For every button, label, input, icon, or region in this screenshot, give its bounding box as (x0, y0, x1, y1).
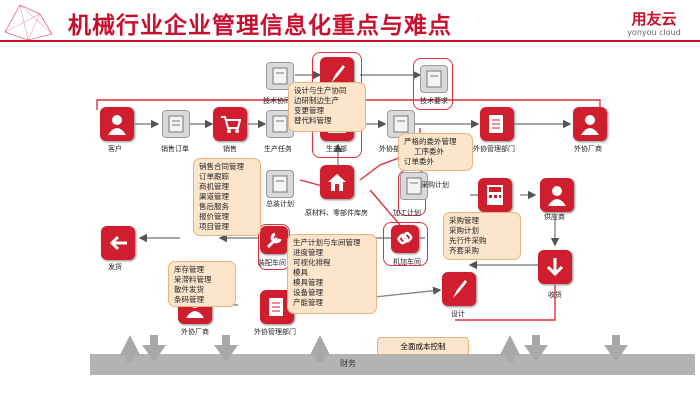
callout-line: 条码管理 (174, 295, 204, 304)
callout-production: 生产计划与车间管理 进度管理 可视化排程 模具 模具管理 设备管理 产能管理 (287, 234, 377, 314)
node-label-assembly-shop: 装配车间 (258, 259, 286, 267)
assembly-plan-icon[interactable] (266, 170, 294, 198)
callout-line: 可视化排程 (293, 258, 331, 267)
node-label-supplier: 供应商 (544, 213, 565, 221)
callout-line: 商机管理 (199, 182, 229, 191)
callout-line: 变更管理 (294, 106, 324, 115)
callout-line: 模具管理 (293, 278, 323, 287)
sales-order-icon[interactable] (162, 110, 190, 138)
node-label-purchase-plan: 采购计划 (421, 181, 449, 189)
node-label-outsource-dept: 外协部门 (379, 145, 407, 153)
warehouse-icon[interactable] (320, 165, 354, 199)
callout-line: 工序委外 (414, 147, 444, 156)
node-label-outsource-mgmt-bottom: 外协管理部门 (254, 328, 296, 336)
tech-req-icon[interactable] (420, 65, 448, 93)
callout-line: 销售合同管理 (199, 162, 244, 171)
outsource-factory-top-icon[interactable] (573, 107, 607, 141)
callout-line: 项目管理 (199, 222, 229, 231)
callout-line: 模具 (293, 268, 308, 277)
page-title: 机械行业企业管理信息化重点与难点 (68, 13, 452, 39)
header-divider (0, 40, 700, 42)
callout-line: 先行件采购 (449, 236, 487, 245)
node-label-machining-shop: 机加车间 (393, 258, 421, 266)
purchase-plan-icon[interactable] (400, 172, 428, 200)
callout-line: 订单委外 (404, 157, 434, 166)
node-label-receiving: 收货 (548, 291, 562, 299)
brand-logo: 用友云 yonyou cloud (612, 10, 696, 38)
callout-line: 订单跟踪 (199, 172, 229, 181)
node-label-processing-plan: 加工计划 (393, 209, 421, 217)
callout-inventory: 库存管理 呆滞料管理 散件发货 条码管理 (168, 261, 236, 307)
receiving-icon[interactable] (538, 250, 572, 284)
node-label-sales: 销售 (223, 145, 237, 153)
machining-shop-icon[interactable] (391, 225, 419, 253)
node-label-outsource-factory-bottom: 外协厂商 (181, 328, 209, 336)
assembly-shop-icon[interactable] (260, 226, 288, 254)
callout-line: 呆滞料管理 (174, 275, 212, 284)
node-label-tech-req: 技术要求 (420, 97, 448, 105)
callout-line: 产能管理 (293, 298, 323, 307)
node-label-prod-task: 生产任务 (264, 145, 292, 153)
node-label-customer: 客户 (108, 145, 122, 153)
finance-label: 财务 (340, 359, 356, 368)
callout-design-collab: 设计与生产协同 边研制边生产 变更管理 替代料管理 (288, 82, 366, 132)
design-bottom-icon[interactable] (442, 272, 476, 306)
callout-line: 报价管理 (199, 212, 229, 221)
customer-icon[interactable] (100, 107, 134, 141)
callout-line: 齐套采购 (449, 246, 479, 255)
finance-arrows (120, 335, 628, 362)
callout-line: 设计与生产协同 (294, 86, 347, 95)
node-label-outsource-factory-top: 外协厂商 (574, 145, 602, 153)
finance-bar (90, 354, 695, 375)
node-label-shipping: 发货 (108, 263, 122, 271)
callout-line: 边研制边生产 (294, 96, 339, 105)
node-label-prod-dept: 生产部 (326, 145, 347, 153)
highlight-box-machining (383, 222, 428, 266)
callout-line: 采购管理 (449, 216, 479, 225)
node-label-material-parts: 原材料、零部件库房 (305, 209, 368, 217)
outsource-mgmt-top-icon[interactable] (480, 107, 514, 141)
shipping-icon[interactable] (101, 226, 135, 260)
callout-line: 设备管理 (293, 288, 323, 297)
node-label-outsource-mgmt-top: 外协管理部门 (473, 145, 515, 153)
callout-outsource: 严格的委外管理 工序委外 订单委外 (398, 133, 473, 171)
callout-line: 售后服务 (199, 202, 229, 211)
callout-line: 生产计划与车间管理 (293, 238, 361, 247)
brand-name: 用友云 (631, 10, 677, 28)
callout-line: 散件发货 (174, 285, 204, 294)
purchase-calc-icon[interactable] (478, 178, 512, 212)
callout-line: 严格的委外管理 (404, 137, 457, 146)
brand-subtitle: yonyou cloud (627, 28, 681, 37)
callout-line: 进度管理 (293, 248, 323, 257)
node-label-sales-order: 销售订单 (161, 145, 189, 153)
callout-line: 渠道管理 (199, 192, 229, 201)
highlight-box-tech-req (413, 58, 453, 110)
callout-line: 替代料管理 (294, 116, 332, 125)
callout-line: 库存管理 (174, 265, 204, 274)
supplier-icon[interactable] (540, 178, 574, 212)
node-label-assembly-plan: 总装计划 (266, 200, 294, 208)
node-label-design: 设计 (451, 310, 465, 318)
node-label-tech-collab: 技术协同 (263, 97, 291, 105)
callout-sales-mgmt: 销售合同管理 订单跟踪 商机管理 渠道管理 售后服务 报价管理 项目管理 (193, 158, 261, 236)
callout-line: 采购计划 (449, 226, 479, 235)
sales-cart-icon[interactable] (213, 107, 247, 141)
callout-purchasing: 采购管理 采购计划 先行件采购 齐套采购 (443, 212, 521, 260)
